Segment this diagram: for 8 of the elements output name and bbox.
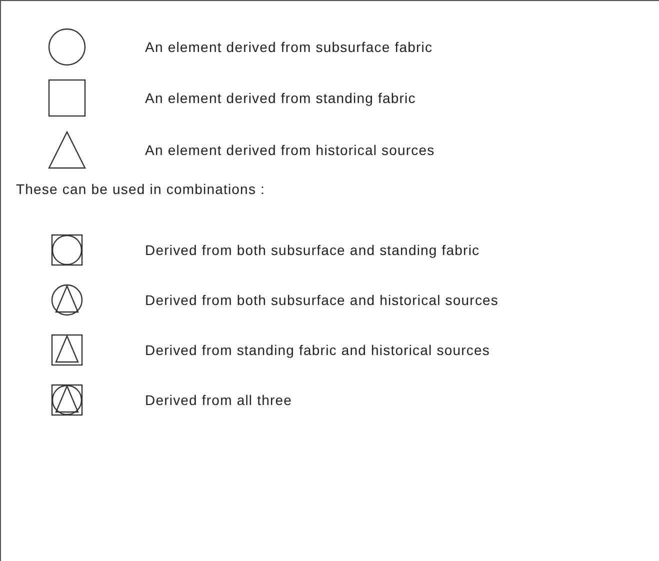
legend-text: An element derived from subsurface fabric bbox=[145, 38, 433, 56]
legend-text: Derived from standing fabric and historical sources bbox=[145, 341, 490, 359]
legend-text: An element derived from standing fabric bbox=[145, 89, 416, 107]
legend-text: Derived from both subsurface and standing fabric bbox=[145, 241, 480, 259]
legend-text: Derived from both subsurface and historical sources bbox=[145, 291, 499, 309]
note: These can be used in combinations : bbox=[16, 180, 266, 198]
legend-text: An element derived from historical sources bbox=[145, 141, 435, 159]
legend-text: Derived from all three bbox=[145, 391, 292, 409]
